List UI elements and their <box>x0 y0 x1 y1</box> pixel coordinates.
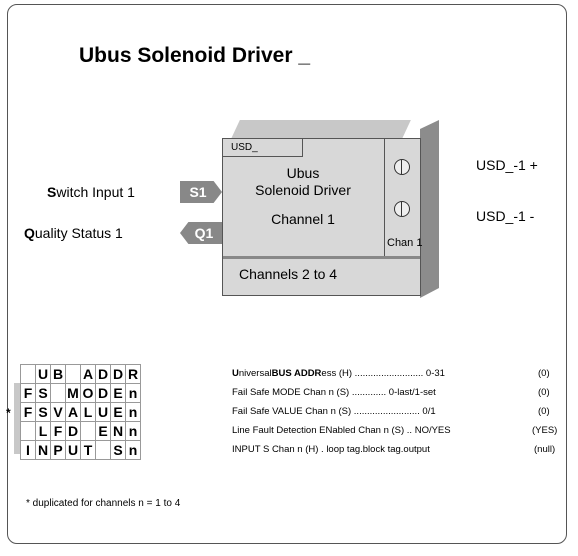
grid-cell: E <box>110 402 126 422</box>
grid-cell: U <box>95 402 111 422</box>
grid-cell: U <box>65 440 81 460</box>
duplicated-rows-bar <box>14 383 20 454</box>
grid-cell: V <box>50 402 66 422</box>
grid-cell: A <box>65 402 81 422</box>
config-row-lfden: L F D E N n <box>20 421 141 441</box>
diagram-title: Ubus Solenoid Driver _ <box>79 44 311 67</box>
grid-cell: D <box>65 421 81 441</box>
grid-cell: B <box>50 364 66 384</box>
terminal-screw-icon <box>394 159 410 175</box>
config-row-inputs: I N P U T S n <box>20 440 141 460</box>
grid-cell: S <box>110 440 126 460</box>
output-minus-label: USD_-1 - <box>476 208 535 224</box>
grid-cell: U <box>35 364 51 384</box>
grid-cell: n <box>125 440 141 460</box>
block-name: Ubus Solenoid Driver <box>233 165 373 199</box>
grid-cell: F <box>50 421 66 441</box>
grid-cell <box>65 364 81 384</box>
config-row-fsvalue: F S V A L U E n <box>20 402 141 422</box>
grid-cell: P <box>50 440 66 460</box>
config-row-ubaddr: U B A D D R <box>20 364 141 384</box>
grid-cell: M <box>65 383 81 403</box>
grid-cell: D <box>95 383 111 403</box>
solenoid-driver-block: USD_ Ubus Solenoid Driver Channel 1 Chan… <box>222 138 423 296</box>
grid-cell: D <box>95 364 111 384</box>
grid-cell: L <box>35 421 51 441</box>
grid-cell: D <box>110 364 126 384</box>
config-desc-lfden: Line Fault Detection ENabled Chan n (S) … <box>232 425 451 436</box>
config-default-fsmode: (0) <box>538 387 550 398</box>
grid-cell: S <box>35 402 51 422</box>
output-plus-label: USD_-1 + <box>476 157 538 173</box>
config-desc-fsvalue: Fail Safe VALUE Chan n (S) .............… <box>232 406 436 417</box>
block-channel: Channel 1 <box>271 211 335 227</box>
chan-side-label: Chan 1 <box>387 237 423 249</box>
grid-cell: A <box>80 364 96 384</box>
quality-status-pin: Q1 <box>180 222 222 244</box>
grid-cell: L <box>80 402 96 422</box>
grid-cell: I <box>20 440 36 460</box>
grid-cell: T <box>80 440 96 460</box>
grid-cell <box>20 421 36 441</box>
config-default-ubaddr: (0) <box>538 368 550 379</box>
switch-input-pin: S1 <box>180 181 222 203</box>
grid-cell: n <box>125 421 141 441</box>
block-side-face <box>420 120 439 298</box>
config-desc-ubaddr: UniversalBUS ADDRess (H) ...............… <box>232 368 445 379</box>
grid-cell: S <box>35 383 51 403</box>
config-grid: U B A D D R F S M O D E n F S V A L U E … <box>20 364 141 460</box>
channels-footer: Channels 2 to 4 <box>239 266 338 282</box>
grid-cell: R <box>125 364 141 384</box>
grid-cell: n <box>125 383 141 403</box>
quality-status-label: Quality Status 1 <box>24 225 123 241</box>
grid-cell: n <box>125 402 141 422</box>
config-row-fsmode: F S M O D E n <box>20 383 141 403</box>
duplicated-star: * <box>6 406 11 420</box>
block-top-face <box>231 120 411 139</box>
grid-cell <box>80 421 96 441</box>
grid-cell: F <box>20 383 36 403</box>
grid-cell <box>20 364 36 384</box>
grid-cell: N <box>110 421 126 441</box>
footnote: * duplicated for channels n = 1 to 4 <box>26 498 181 509</box>
switch-input-label: Switch Input 1 <box>47 184 135 200</box>
grid-cell <box>95 440 111 460</box>
block-separator <box>223 256 420 259</box>
grid-cell: E <box>110 383 126 403</box>
block-tag-tab: USD_ <box>223 139 303 157</box>
config-default-fsvalue: (0) <box>538 406 550 417</box>
block-name-line1: Ubus <box>286 165 320 181</box>
config-desc-inputs: INPUT S Chan n (H) . loop tag.block tag.… <box>232 444 430 455</box>
grid-cell <box>50 383 66 403</box>
grid-cell: O <box>80 383 96 403</box>
config-default-inputs: (null) <box>534 444 556 455</box>
channel-divider <box>384 139 385 257</box>
config-default-lfden: (YES) <box>532 425 558 436</box>
grid-cell: N <box>35 440 51 460</box>
config-desc-fsmode: Fail Safe MODE Chan n (S) ............. … <box>232 387 436 398</box>
grid-cell: F <box>20 402 36 422</box>
terminal-screw-icon <box>394 201 410 217</box>
grid-cell: E <box>95 421 111 441</box>
block-name-line2: Solenoid Driver <box>255 182 351 198</box>
